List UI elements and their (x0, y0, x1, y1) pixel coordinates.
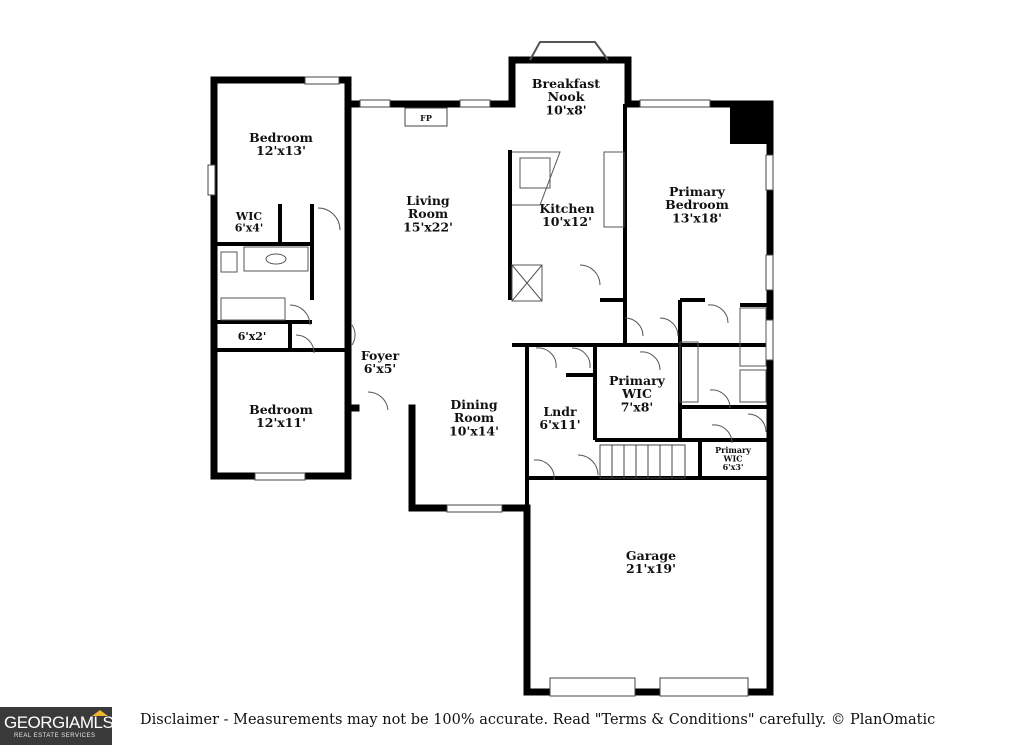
logo-subtext: REAL ESTATE SERVICES (14, 733, 96, 739)
logo-text: GEORGIAMLS (4, 713, 114, 732)
room-label-line: Garage (626, 548, 676, 563)
room-label-line: 15'x22' (403, 219, 453, 234)
room-label-line: WIC (621, 386, 652, 401)
room-label-line: Kitchen (539, 201, 594, 216)
georgia-mls-logo: GEORGIAMLS REAL ESTATE SERVICES (0, 707, 114, 745)
room-label-line: 10'x12' (542, 214, 592, 229)
bath-fixtures (220, 246, 767, 403)
room-label-line: 6'x3' (723, 462, 744, 472)
room-label-line: 12'x13' (256, 143, 306, 158)
door-swings (289, 207, 767, 481)
room-label-line: 12'x11' (256, 415, 306, 430)
room-label-line: 21'x19' (626, 561, 676, 576)
breakfast-bay (529, 41, 609, 61)
room-label-line: WIC (722, 453, 742, 463)
room-label-line: Bedroom (665, 197, 729, 212)
room-label-line: Dining (450, 397, 498, 412)
roof-icon (92, 710, 108, 716)
stairs (599, 444, 686, 479)
room-label-line: 10'x14' (449, 423, 499, 438)
room-label-line: 13'x18' (672, 210, 722, 225)
room-label-closet-6x2: 6'x2' (238, 330, 267, 343)
room-label-fireplace: FP (420, 113, 432, 123)
chimney-block (730, 104, 770, 144)
room-label-line: Bedroom (249, 130, 313, 145)
disclaimer-text: Disclaimer - Measurements may not be 100… (140, 712, 936, 728)
room-label-line: Room (408, 206, 448, 221)
room-label-line: Foyer (361, 348, 400, 363)
room-label-line: 6'x5' (364, 361, 397, 376)
room-label-line: Room (454, 410, 494, 425)
room-label-line: WIC (235, 210, 262, 223)
room-label-line: 6'x2' (238, 330, 267, 343)
room-label-line: FP (420, 113, 432, 123)
fireplace-box (404, 107, 448, 127)
windows (207, 76, 774, 697)
room-label-line: 6'x11' (539, 417, 580, 432)
room-label-line: Bedroom (249, 402, 313, 417)
room-label-line: 7'x8' (621, 399, 654, 414)
room-label-line: Primary (715, 445, 751, 455)
room-label-line: Breakfast (532, 76, 600, 91)
room-label-line: Primary (669, 184, 726, 199)
room-label-line: 10'x8' (545, 102, 586, 117)
room-label-line: 6'x4' (235, 222, 264, 235)
room-label-line: Nook (548, 89, 585, 104)
room-label-line: Living (406, 193, 450, 208)
room-label-line: Lndr (543, 404, 577, 419)
interior-walls (214, 104, 770, 510)
kitchen-fixtures (511, 151, 625, 302)
room-label-line: Primary (609, 373, 666, 388)
